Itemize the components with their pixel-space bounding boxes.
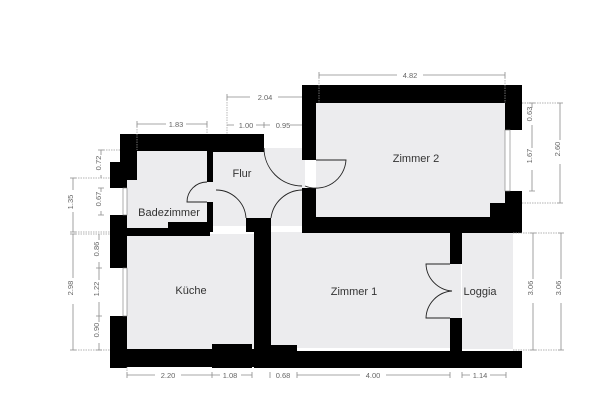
floors bbox=[124, 103, 513, 350]
floor-zimmer1 bbox=[271, 232, 461, 348]
room-label-kueche: Küche bbox=[175, 285, 206, 297]
dim-kueche-b: 1.08 bbox=[223, 371, 238, 380]
window-zimmer2 bbox=[504, 129, 511, 192]
dim-zimmer2-total: 2.60 bbox=[553, 142, 562, 157]
dim-wall: 0.68 bbox=[276, 371, 291, 380]
dim-kueche-upper: 0.86 bbox=[92, 242, 101, 257]
dim-zimmer2-width: 4.82 bbox=[403, 71, 418, 80]
room-label-loggia: Loggia bbox=[463, 286, 497, 298]
door-loggia bbox=[425, 263, 453, 319]
window-kueche bbox=[122, 267, 128, 317]
dim-flur-b: 0.95 bbox=[276, 121, 291, 130]
dim-kueche-window: 1.22 bbox=[92, 282, 101, 297]
floor-flur bbox=[205, 148, 305, 226]
dim-loggia-inner: 3.06 bbox=[526, 281, 535, 296]
walls bbox=[110, 85, 522, 368]
dimension-lines: 1.83 2.04 1.00 0.95 4.82 1.35 0.72 0.67 … bbox=[66, 71, 564, 380]
dim-flur-a: 1.00 bbox=[239, 121, 254, 130]
door-badezimmer bbox=[186, 181, 208, 203]
room-labels: Badezimmer Flur Zimmer 2 Küche Zimmer 1 … bbox=[138, 153, 497, 298]
dim-kueche-total: 2.98 bbox=[66, 281, 75, 296]
dim-bad-window: 0.67 bbox=[94, 192, 103, 207]
room-label-zimmer2: Zimmer 2 bbox=[393, 153, 439, 165]
room-label-zimmer1: Zimmer 1 bbox=[331, 286, 377, 298]
dim-zimmer2-window: 1.67 bbox=[525, 149, 534, 164]
dim-kueche-a: 2.20 bbox=[161, 371, 176, 380]
window-badezimmer bbox=[122, 187, 128, 216]
room-label-flur: Flur bbox=[233, 168, 252, 180]
windows bbox=[122, 129, 511, 317]
dim-zimmer2-upper: 0.63 bbox=[525, 107, 534, 122]
floor-zimmer2 bbox=[316, 103, 506, 217]
dim-loggia-outer: 3.06 bbox=[554, 281, 563, 296]
dim-zimmer1: 4.00 bbox=[366, 371, 381, 380]
door-kueche bbox=[215, 189, 247, 219]
dim-bad-total: 1.35 bbox=[66, 195, 75, 210]
floor-loggia bbox=[462, 233, 513, 349]
doors bbox=[186, 147, 453, 319]
room-label-badezimmer: Badezimmer bbox=[138, 207, 200, 219]
floor-kueche bbox=[126, 234, 256, 350]
dim-bad-width: 1.83 bbox=[169, 120, 184, 129]
dim-kueche-lower: 0.90 bbox=[92, 323, 101, 338]
door-zimmer2 bbox=[304, 159, 347, 189]
door-zimmer1 bbox=[270, 189, 303, 219]
dim-bad-upper: 0.72 bbox=[94, 156, 103, 171]
door-flur-entry bbox=[263, 147, 303, 187]
dim-loggia: 1.14 bbox=[473, 371, 488, 380]
dim-flur-total: 2.04 bbox=[258, 93, 273, 102]
